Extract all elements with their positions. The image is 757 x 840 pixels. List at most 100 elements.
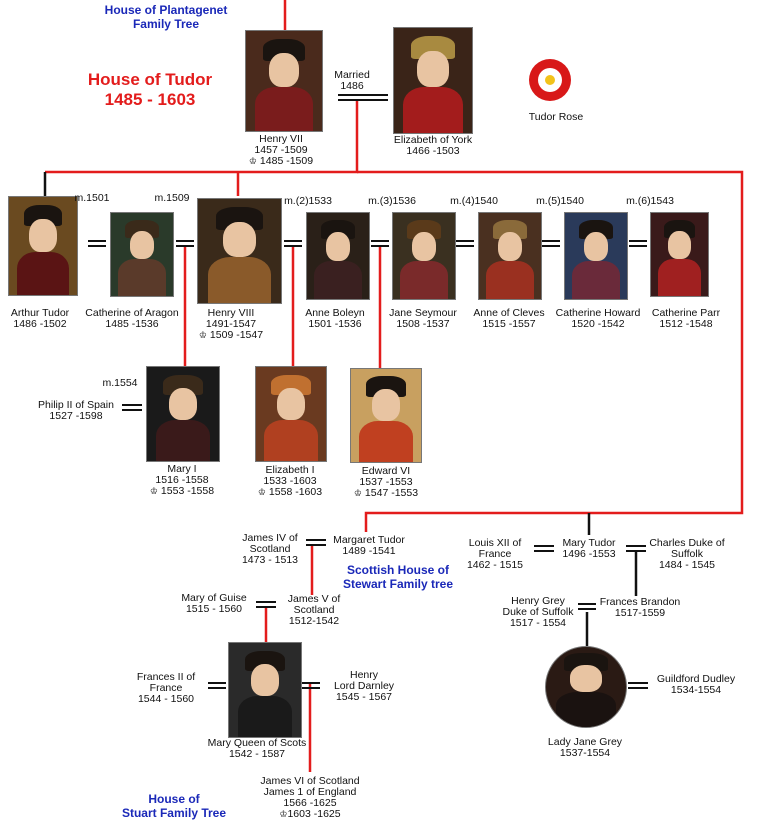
- portrait-catherine-howard[interactable]: [564, 212, 628, 300]
- person-edward-vi[interactable]: Edward VI 1537 -1553 ♔ 1547 -1553: [344, 466, 428, 499]
- person-margaret-tudor[interactable]: Margaret Tudor 1489 -1541: [326, 535, 412, 557]
- person-dates: 1496 -1553: [562, 548, 616, 560]
- person-reign: ♔ 1485 -1509: [248, 155, 314, 167]
- person-henry-lord-darnley[interactable]: Henry Lord Darnley 1545 - 1567: [326, 670, 402, 703]
- person-name: Edward VI: [361, 465, 411, 477]
- portrait-edward-vi[interactable]: [350, 368, 422, 463]
- person-dates: 1486 -1502: [13, 318, 67, 330]
- person-jane-seymour[interactable]: Jane Seymour 1508 -1537: [382, 308, 464, 330]
- person-mary-i[interactable]: Mary I 1516 -1558 ♔ 1553 -1558: [140, 464, 224, 497]
- person-elizabeth-of-york[interactable]: Elizabeth of York 1466 -1503: [385, 135, 481, 157]
- person-james-v-of-scotland[interactable]: James V of Scotland 1512-1542: [278, 594, 350, 627]
- person-anne-of-cleves[interactable]: Anne of Cleves 1515 -1557: [466, 308, 552, 330]
- person-dates: 1545 - 1567: [335, 691, 393, 703]
- person-henry-grey[interactable]: Henry Grey Duke of Suffolk 1517 - 1554: [496, 596, 580, 629]
- person-francis-ii-of-france[interactable]: Frances II of France 1544 - 1560: [126, 672, 206, 705]
- person-reign: ♔ 1509 -1547: [198, 329, 264, 341]
- person-elizabeth-i[interactable]: Elizabeth I 1533 -1603 ♔ 1558 -1603: [248, 465, 332, 498]
- person-louis-xii-of-france[interactable]: Louis XII of France 1462 - 1515: [462, 538, 528, 571]
- person-james-vi[interactable]: James VI of Scotland James 1 of England …: [250, 776, 370, 820]
- person-dates: 1462 - 1515: [466, 559, 524, 571]
- portrait-lady-jane-grey[interactable]: [545, 646, 627, 728]
- person-anne-boleyn[interactable]: Anne Boleyn 1501 -1536: [296, 308, 374, 330]
- crown-icon: ♔: [198, 330, 207, 340]
- person-dates: 1517 - 1554: [509, 617, 567, 629]
- portrait-catherine-of-aragon[interactable]: [110, 212, 174, 297]
- person-dates: 1544 - 1560: [137, 693, 195, 705]
- person-mary-queen-of-scots[interactable]: Mary Queen of Scots 1542 - 1587: [198, 738, 316, 760]
- crown-icon: ♔: [353, 488, 362, 498]
- person-dates: 1485 -1536: [105, 318, 159, 330]
- person-catherine-parr[interactable]: Catherine Parr 1512 -1548: [644, 308, 728, 330]
- marriage-label: m.(4)1540: [450, 195, 498, 207]
- person-name: Henry VII: [259, 133, 303, 145]
- person-dates: 1473 - 1513: [241, 554, 299, 566]
- portrait-henry-viii[interactable]: [197, 198, 282, 304]
- stewart-family-tree-link[interactable]: Scottish House of Stewart Family tree: [342, 563, 454, 591]
- person-dates: 1515 - 1560: [185, 603, 243, 615]
- crown-icon: ♔: [257, 487, 266, 497]
- person-james-iv-of-scotland[interactable]: James IV of Scotland 1473 - 1513: [234, 533, 306, 566]
- person-dates: 1512-1542: [288, 615, 340, 627]
- person-philip-ii-of-spain[interactable]: Philip II of Spain 1527 -1598: [30, 400, 122, 422]
- person-name: Arthur Tudor: [10, 307, 70, 319]
- portrait-mary-i[interactable]: [146, 366, 220, 462]
- crown-icon: ♔: [279, 809, 288, 819]
- person-dates: 1533 -1603: [263, 475, 317, 487]
- person-dates: 1517-1559: [614, 607, 666, 619]
- person-guildford-dudley[interactable]: Guildford Dudley 1534-1554: [648, 674, 744, 696]
- portrait-anne-of-cleves[interactable]: [478, 212, 542, 300]
- page-title: House of Tudor 1485 - 1603: [70, 70, 230, 110]
- person-catherine-of-aragon[interactable]: Catherine of Aragon 1485 -1536: [80, 308, 184, 330]
- person-name: Jane Seymour: [389, 307, 457, 319]
- person-arthur-tudor[interactable]: Arthur Tudor 1486 -1502: [0, 308, 80, 330]
- portrait-jane-seymour[interactable]: [392, 212, 456, 300]
- person-henry-vii[interactable]: Henry VII 1457 -1509 ♔ 1485 -1509: [240, 134, 322, 167]
- person-dates: 1457 -1509: [254, 144, 308, 156]
- portrait-catherine-parr[interactable]: [650, 212, 709, 297]
- person-reign: ♔ 1547 -1553: [353, 487, 419, 499]
- person-mary-tudor[interactable]: Mary Tudor 1496 -1553: [554, 538, 624, 560]
- person-name: James VI of Scotland James 1 of England: [260, 775, 360, 798]
- person-name: Henry VIII: [207, 307, 255, 319]
- person-dates: 1566 -1625: [283, 797, 337, 809]
- person-name: Mary Tudor: [562, 537, 616, 549]
- stuart-family-tree-link[interactable]: House of Stuart Family Tree: [121, 792, 227, 820]
- person-charles-duke-of-suffolk[interactable]: Charles Duke of Suffolk 1484 - 1545: [644, 538, 730, 571]
- crown-icon: ♔: [149, 486, 158, 496]
- portrait-mary-queen-of-scots[interactable]: [228, 642, 302, 738]
- person-dates: 1508 -1537: [396, 318, 450, 330]
- person-dates: 1466 -1503: [406, 145, 460, 157]
- person-name: James IV of Scotland: [242, 532, 298, 555]
- person-dates: 1527 -1598: [49, 410, 103, 422]
- person-name: Lady Jane Grey: [547, 736, 623, 748]
- person-dates: 1534-1554: [670, 684, 722, 696]
- person-name: Catherine of Aragon: [85, 307, 179, 319]
- tudor-rose-label: Tudor Rose: [528, 111, 584, 123]
- person-dates: 1537 -1553: [359, 476, 413, 488]
- person-frances-brandon[interactable]: Frances Brandon 1517-1559: [594, 597, 686, 619]
- person-name: Elizabeth of York: [393, 134, 473, 146]
- person-catherine-howard[interactable]: Catherine Howard 1520 -1542: [550, 308, 646, 330]
- person-name: Catherine Parr: [651, 307, 721, 319]
- person-dates: 1537-1554: [559, 747, 611, 759]
- person-mary-of-guise[interactable]: Mary of Guise 1515 - 1560: [174, 593, 254, 615]
- person-dates: 1491-1547: [205, 318, 257, 330]
- person-name: Charles Duke of Suffolk: [649, 537, 725, 560]
- person-henry-viii[interactable]: Henry VIII 1491-1547 ♔ 1509 -1547: [190, 308, 272, 341]
- portrait-henry-vii[interactable]: [245, 30, 323, 132]
- person-dates: 1516 -1558: [155, 474, 209, 486]
- marriage-label: m.(2)1533: [284, 195, 332, 207]
- portrait-elizabeth-i[interactable]: [255, 366, 327, 462]
- person-name: Catherine Howard: [555, 307, 641, 319]
- portrait-anne-boleyn[interactable]: [306, 212, 370, 300]
- plantagenet-family-tree-link[interactable]: House of Plantagenet Family Tree: [104, 3, 228, 31]
- marriage-label: m.(5)1540: [536, 195, 584, 207]
- person-dates: 1484 - 1545: [658, 559, 716, 571]
- person-dates: 1489 -1541: [342, 545, 396, 557]
- person-reign: ♔ 1553 -1558: [149, 485, 215, 497]
- portrait-elizabeth-of-york[interactable]: [393, 27, 473, 134]
- marriage-label: m.1501: [74, 192, 110, 204]
- portrait-arthur-tudor[interactable]: [8, 196, 78, 296]
- person-lady-jane-grey[interactable]: Lady Jane Grey 1537-1554: [542, 737, 628, 759]
